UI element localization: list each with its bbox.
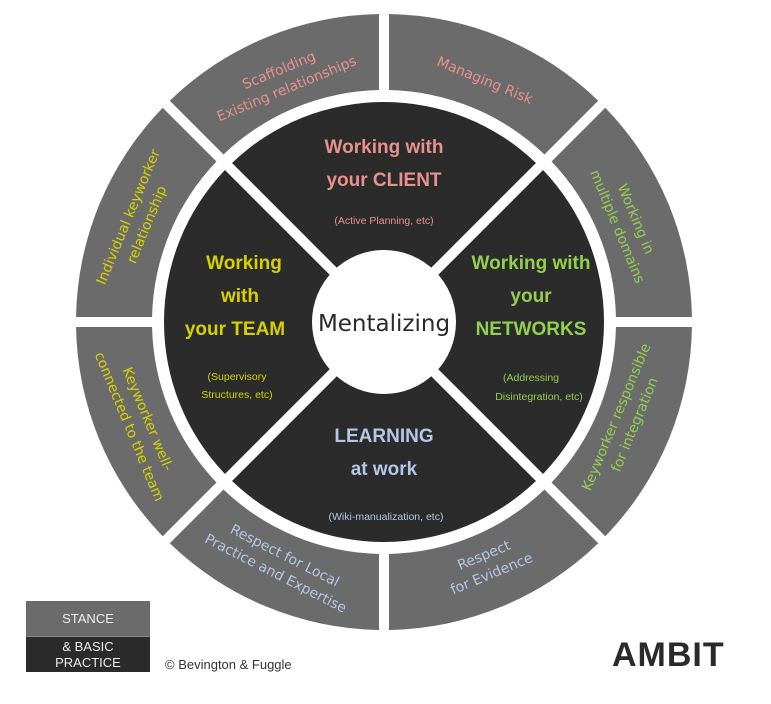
center-label: Mentalizing xyxy=(318,311,450,337)
quadrant-team-text: Working with your TEAM (Supervisory Stru… xyxy=(185,253,285,401)
learning-title-line2: at work xyxy=(351,459,418,480)
legend-basic-line1: & BASIC xyxy=(62,639,114,654)
ring-segment-domains xyxy=(551,107,692,318)
quadrant-client-text: Working with your CLIENT (Active Plannin… xyxy=(325,137,444,227)
quadrant-networks-text: Working with your NETWORKS (Addressing D… xyxy=(472,253,591,403)
client-subtitle: (Active Planning, etc) xyxy=(334,215,433,227)
brand-logo: AMBIT xyxy=(612,636,725,674)
team-title-line1: Working xyxy=(206,253,282,274)
quadrant-networks xyxy=(429,170,604,474)
center-circle xyxy=(312,250,456,394)
copyright: © Bevington & Fuggle xyxy=(165,657,292,672)
learning-subtitle: (Wiki-manualization, etc) xyxy=(329,511,444,523)
team-title-line3: your TEAM xyxy=(185,319,285,340)
legend-basic-practice: & BASIC PRACTICE xyxy=(26,636,150,672)
quadrant-learning xyxy=(232,367,536,542)
team-subtitle-line2: Structures, etc) xyxy=(201,389,272,401)
client-title-line2: your CLIENT xyxy=(326,170,441,191)
quadrant-team xyxy=(163,170,339,474)
ring-segment-integration xyxy=(551,326,692,537)
ring-segment-team xyxy=(76,326,217,537)
ring-segment-evidence xyxy=(388,489,599,630)
ring-segment-individual xyxy=(76,107,217,318)
legend-stance: STANCE xyxy=(26,601,150,636)
client-title-line1: Working with xyxy=(325,137,444,158)
quadrant-client xyxy=(232,101,536,277)
learning-title-line1: LEARNING xyxy=(334,426,433,447)
ring-segment-scaffolding xyxy=(169,14,380,155)
networks-subtitle-line1: (Addressing xyxy=(503,372,559,384)
ring-segment-risk xyxy=(388,14,599,155)
team-title-line2: with xyxy=(220,286,259,307)
team-subtitle-line1: (Supervisory xyxy=(208,371,268,383)
networks-subtitle-line2: Disintegration, etc) xyxy=(495,391,583,403)
networks-title-line3: NETWORKS xyxy=(476,319,587,340)
legend: STANCE & BASIC PRACTICE xyxy=(26,601,150,672)
networks-title-line1: Working with xyxy=(472,253,591,274)
legend-basic-line2: PRACTICE xyxy=(55,655,121,670)
quadrant-learning-text: LEARNING at work (Wiki-manualization, et… xyxy=(329,426,444,523)
networks-title-line2: your xyxy=(510,286,552,307)
ring-segment-local xyxy=(169,489,380,630)
